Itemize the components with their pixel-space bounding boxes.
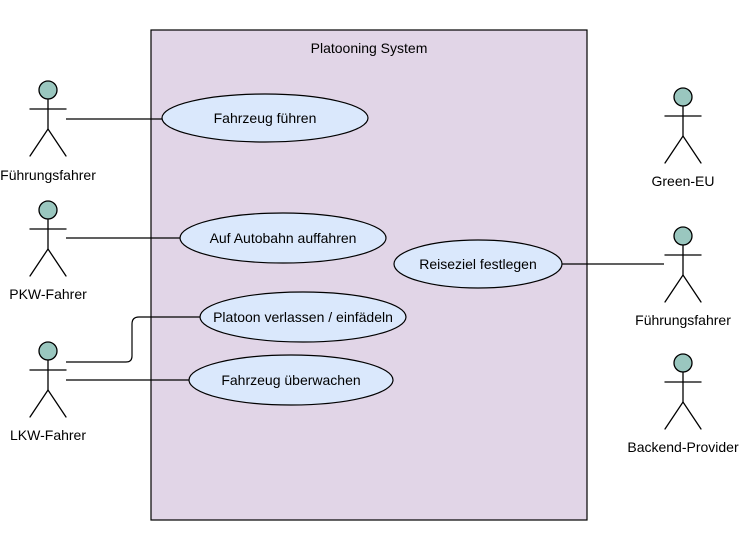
actor-head <box>38 80 58 100</box>
actor-label: PKW-Fahrer <box>9 286 87 302</box>
system-title: Platooning System <box>311 40 428 56</box>
actor-legs <box>664 273 702 303</box>
use-case-ellipse[interactable] <box>188 354 394 406</box>
actor-legs <box>664 134 702 164</box>
actor-fuehrungsfahrer-left[interactable]: Führungsfahrer <box>0 80 96 183</box>
use-case-label: Reiseziel festlegen <box>419 256 537 272</box>
actor-label: Führungsfahrer <box>0 167 96 183</box>
use-case-ellipse[interactable] <box>393 239 563 289</box>
actor-label: Führungsfahrer <box>635 312 731 328</box>
use-case-fahrzeug-fuehren[interactable]: Fahrzeug führen <box>161 93 369 143</box>
actor-legs <box>29 247 67 277</box>
actor-legs <box>664 400 702 430</box>
actor-label: Backend-Provider <box>627 439 739 455</box>
actor-head <box>673 226 693 246</box>
use-case-label: Fahrzeug überwachen <box>221 372 360 388</box>
actor-backend-provider[interactable]: Backend-Provider <box>627 353 739 455</box>
use-case-reiseziel-festlegen[interactable]: Reiseziel festlegen <box>393 239 563 289</box>
use-case-platoon-verlassen[interactable]: Platoon verlassen / einfädeln <box>199 291 407 343</box>
use-case-label: Fahrzeug führen <box>214 110 317 126</box>
use-case-fahrzeug-ueberwachen[interactable]: Fahrzeug überwachen <box>188 354 394 406</box>
actor-pkw-fahrer[interactable]: PKW-Fahrer <box>9 200 87 302</box>
actor-label: LKW-Fahrer <box>10 427 86 443</box>
actor-legs <box>29 388 67 418</box>
actor-fuehrungsfahrer-right[interactable]: Führungsfahrer <box>635 226 731 328</box>
actor-legs <box>29 127 67 157</box>
actor-head <box>673 353 693 373</box>
use-case-auf-autobahn-auffahren[interactable]: Auf Autobahn auffahren <box>179 212 387 264</box>
use-case-label: Auf Autobahn auffahren <box>210 230 357 246</box>
use-case-ellipse[interactable] <box>179 212 387 264</box>
use-case-ellipse[interactable] <box>161 93 369 143</box>
use-case-label: Platoon verlassen / einfädeln <box>213 309 393 325</box>
actor-head <box>38 341 58 361</box>
associations <box>66 118 664 381</box>
actor-label: Green-EU <box>651 173 714 189</box>
actor-green-eu[interactable]: Green-EU <box>651 87 715 189</box>
use-case-ellipse[interactable] <box>199 291 407 343</box>
actor-lkw-fahrer[interactable]: LKW-Fahrer <box>10 341 86 443</box>
association-lkw-fahrer-platoon-verlassen <box>66 316 201 363</box>
actor-head <box>673 87 693 107</box>
actor-head <box>38 200 58 220</box>
